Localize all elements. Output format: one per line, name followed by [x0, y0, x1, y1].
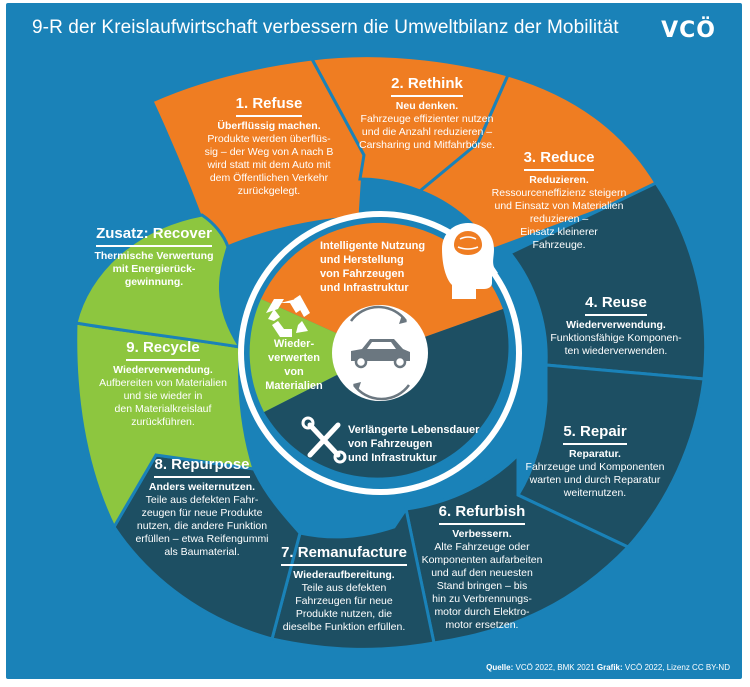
source-note: Quelle: VCÖ 2022, BMK 2021 Grafik: VCÖ 2…	[486, 663, 730, 672]
reuse-lead: Wiederverwendung.	[566, 319, 666, 331]
infographic-frame: 9-R der Kreislaufwirtschaft verbessern d…	[6, 3, 742, 679]
recover-title: Zusatz: Recover	[96, 225, 212, 247]
recover-text: Zusatz: Recover Thermische Verwertung mi…	[84, 225, 224, 289]
rethink-title: 2. Rethink	[391, 75, 463, 97]
recycle-text: 9. Recycle Wiederverwendung. Aufbereiten…	[88, 339, 238, 429]
reduce-body: Ressourceneffizienz steigern und Einsatz…	[491, 187, 627, 251]
graphic-text: VCÖ 2022, Lizenz CC BY-ND	[624, 663, 730, 672]
rethink-body: Fahrzeuge effizienter nutzen und die Anz…	[359, 113, 495, 151]
circular-economy-diagram	[74, 54, 708, 651]
repair-lead: Reparatur.	[569, 448, 621, 460]
remanufacture-body: Teile aus defekten Fahrzeugen für neue P…	[282, 582, 406, 633]
remanufacture-title: 7. Remanufacture	[281, 544, 407, 566]
hub-dark-text: Verlängerte Lebensdauer von Fahrzeugen u…	[348, 424, 480, 464]
refurbish-lead: Verbessern.	[452, 528, 512, 540]
car-cycle-icon	[349, 305, 411, 401]
recycle-body: Aufbereiten von Materialien und sie wied…	[99, 377, 227, 428]
repair-text: 5. Repair Reparatur. Fahrzeuge und Kompo…	[520, 423, 670, 500]
reduce-title: 3. Reduce	[523, 149, 595, 171]
repurpose-body: Teile aus defekten Fahr- zeugen für neue…	[135, 494, 269, 558]
hub-green-text: Wieder- verwerten von Materialien	[265, 338, 323, 392]
source-label: Quelle:	[486, 663, 514, 672]
segment-refuse	[150, 57, 366, 256]
refurbish-title: 6. Refurbish	[438, 503, 526, 525]
refurbish-text: 6. Refurbish Verbessern. Alte Fahrzeuge …	[412, 503, 552, 632]
refurbish-body: Alte Fahrzeuge oder Komponenten aufarbei…	[421, 541, 543, 631]
source-text: VCÖ 2022, BMK 2021	[515, 663, 595, 672]
recover-lead: Thermische Verwertung mit Energierück- g…	[94, 250, 214, 288]
reduce-text: 3. Reduce Reduzieren. Ressourceneffizien…	[484, 149, 634, 252]
reuse-text: 4. Reuse Wiederverwendung. Funktionsfähi…	[546, 294, 686, 358]
repurpose-text: 8. Repurpose Anders weiternutzen. Teile …	[132, 456, 272, 559]
refuse-text: 1. Refuse Überflüssig machen. Produkte w…	[174, 95, 364, 198]
refuse-lead: Überflüssig machen.	[217, 120, 321, 132]
hub-orange-text: Intelligente Nutzung und Herstellung von…	[320, 240, 426, 294]
page-title: 9-R der Kreislaufwirtschaft verbessern d…	[32, 17, 619, 38]
segment-recover	[74, 213, 244, 349]
recycle-icon	[266, 295, 310, 337]
recycle-lead: Wiederverwendung.	[113, 364, 213, 376]
reuse-body: Funktionsfähige Komponen- ten wiederverw…	[550, 332, 682, 357]
refuse-title: 1. Refuse	[235, 95, 303, 117]
reuse-title: 4. Reuse	[585, 294, 647, 316]
rethink-lead: Neu denken.	[395, 100, 459, 112]
repurpose-title: 8. Repurpose	[154, 456, 250, 478]
brain-head-icon	[442, 223, 498, 299]
repair-body: Fahrzeuge und Komponenten warten und dur…	[525, 461, 665, 499]
segment-repurpose	[112, 453, 302, 641]
vco-logo: VCÖ	[661, 18, 716, 43]
repurpose-lead: Anders weiternutzen.	[148, 481, 256, 493]
remanufacture-lead: Wiederaufbereitung.	[293, 569, 395, 581]
rethink-text: 2. Rethink Neu denken. Fahrzeuge effizie…	[352, 75, 502, 152]
tools-icon	[301, 416, 347, 464]
recycle-title: 9. Recycle	[126, 339, 200, 361]
repair-title: 5. Repair	[563, 423, 627, 445]
reduce-lead: Reduzieren.	[529, 174, 589, 186]
remanufacture-text: 7. Remanufacture Wiederaufbereitung. Tei…	[278, 544, 410, 634]
logo-text: VCÖ	[661, 18, 716, 43]
refuse-body: Produkte werden überflüs- sig – der Weg …	[204, 133, 334, 197]
graphic-label: Grafik:	[596, 663, 623, 672]
